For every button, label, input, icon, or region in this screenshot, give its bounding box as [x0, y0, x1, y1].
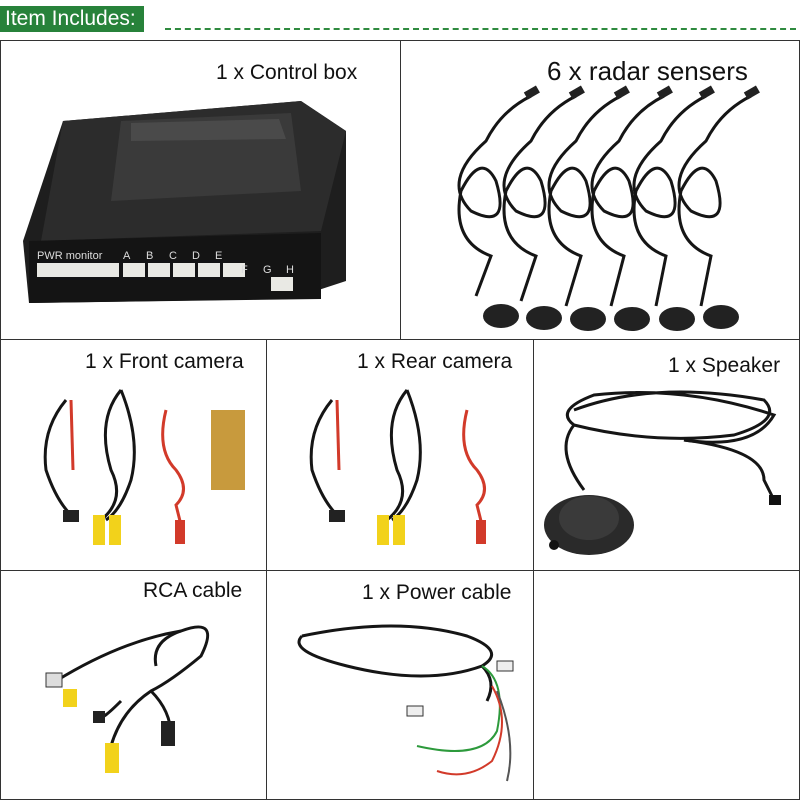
port-letter: D	[192, 250, 200, 262]
item-label: 1 x Control box	[216, 61, 358, 84]
control-box-icon: PWR monitor A B C D E F G H	[23, 101, 346, 303]
item-label: RCA cable	[143, 579, 243, 602]
item-label: 1 x Speaker	[668, 354, 781, 377]
port-letter: C	[169, 250, 177, 262]
port-letter: A	[123, 250, 131, 262]
empty-cell	[533, 570, 800, 800]
rear-camera-icon	[309, 389, 486, 545]
item-rear-camera: 1 x Rear camera	[266, 339, 534, 571]
port-label: PWR monitor	[37, 250, 103, 262]
front-camera-icon	[43, 389, 245, 545]
port-letter: F	[241, 264, 248, 276]
item-label: 1 x Rear camera	[357, 350, 513, 373]
item-label: 6 x radar sensers	[547, 56, 748, 86]
item-control-box: 1 x Control box PWR monitor A B C D E F …	[0, 40, 401, 340]
item-label: 1 x Power cable	[362, 581, 512, 604]
item-power-cable: 1 x Power cable	[266, 570, 534, 800]
item-label: 1 x Front camera	[85, 350, 244, 373]
power-cable-icon	[297, 624, 514, 782]
port-letter: E	[215, 250, 222, 262]
rca-cable-icon	[45, 625, 210, 773]
header-divider	[165, 28, 796, 30]
item-front-camera: 1 x Front camera	[0, 339, 267, 571]
radar-sensor-icon	[457, 85, 760, 331]
port-letter: B	[146, 250, 153, 262]
port-letter: G	[263, 264, 272, 276]
port-letter: H	[286, 264, 294, 276]
speaker-icon	[544, 390, 781, 555]
item-rca-cable: RCA cable	[0, 570, 267, 800]
section-title: Item Includes:	[0, 6, 144, 32]
item-radar-sensors: 6 x radar sensers	[400, 40, 800, 340]
item-speaker: 1 x Speaker	[533, 339, 800, 571]
